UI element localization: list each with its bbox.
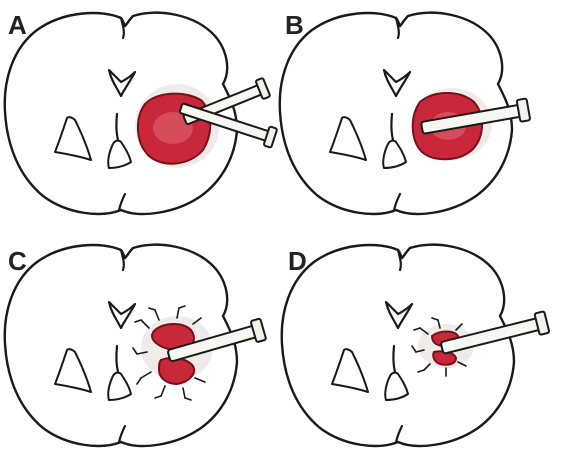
- panel-label-a: A: [8, 10, 27, 40]
- hematoma-c-lower: [159, 358, 194, 384]
- panel-label-d: D: [288, 246, 307, 276]
- panel-b: B: [280, 10, 531, 214]
- panel-label-c: C: [8, 246, 27, 276]
- panel-a: A: [5, 10, 278, 214]
- panel-label-b: B: [285, 10, 304, 40]
- panel-c: C: [5, 245, 266, 446]
- panel-d: D: [282, 245, 550, 446]
